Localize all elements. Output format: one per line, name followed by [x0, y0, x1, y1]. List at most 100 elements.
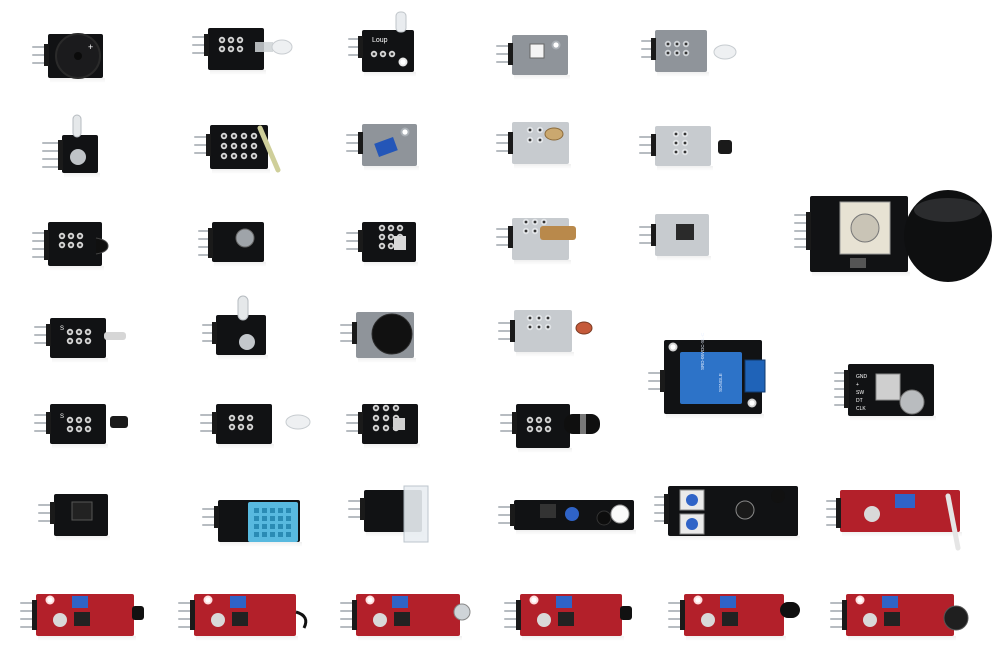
ldr-cell	[575, 321, 593, 335]
encoder-clk-label: CLK	[856, 406, 866, 412]
board-shadow	[64, 173, 100, 178]
solder-hole	[394, 406, 398, 410]
ir-obstacle-module: S	[34, 318, 126, 363]
solder-hole	[546, 316, 550, 320]
potentiometer	[72, 596, 88, 608]
joystick-module	[794, 190, 992, 282]
pcb-board	[362, 404, 418, 444]
solder-hole	[77, 339, 81, 343]
relay-brand-label: SONGLE	[718, 373, 723, 392]
avoidance-sensor-module	[654, 486, 800, 541]
mounting-hole	[400, 59, 406, 65]
pin-header-base	[651, 134, 656, 156]
solder-hole	[69, 234, 73, 238]
comparator-ic	[884, 612, 900, 626]
solder-hole	[68, 330, 72, 334]
dht-grille-hole	[270, 524, 275, 529]
led-lens	[239, 334, 255, 350]
solder-hole	[252, 134, 256, 138]
pcb-board	[514, 310, 572, 352]
pin-header-base	[352, 322, 357, 344]
board-shadow	[214, 262, 266, 267]
solder-hole	[674, 132, 678, 136]
dht-grille-hole	[286, 524, 291, 529]
encoder-dt-label: DT	[856, 398, 863, 404]
solder-hole	[389, 235, 393, 239]
potentiometer-2	[686, 518, 698, 530]
big-sound-module	[830, 594, 969, 641]
pin-header-base	[512, 412, 517, 434]
solder-hole	[528, 316, 532, 320]
header-pin	[42, 166, 62, 168]
encoder-body	[875, 373, 901, 401]
solder-hole	[374, 426, 378, 430]
sensor-lead	[295, 610, 308, 629]
ir-receiver-module	[200, 404, 311, 449]
board-shadow	[218, 444, 274, 449]
solder-hole	[683, 132, 687, 136]
solder-hole	[232, 154, 236, 158]
pcb-board	[362, 222, 416, 262]
pin-header-base	[358, 36, 363, 58]
hall-magnetic-module	[496, 122, 571, 169]
solder-hole	[86, 339, 90, 343]
board-shadow	[210, 70, 266, 75]
solder-hole	[683, 150, 687, 154]
to92-sensor	[718, 140, 732, 154]
solder-hole	[684, 42, 688, 46]
header-pin	[42, 150, 62, 152]
board-shadow	[56, 536, 110, 541]
joystick-cap-highlight	[914, 198, 982, 222]
mounting-hole	[670, 344, 676, 350]
led-dome	[285, 414, 311, 430]
digital-temperature-module	[639, 214, 711, 261]
solder-hole	[69, 243, 73, 247]
mounting-hole	[610, 504, 630, 524]
mounting-hole	[402, 129, 408, 135]
solder-hole	[533, 229, 537, 233]
pcb-board	[48, 222, 102, 266]
board-shadow	[686, 636, 786, 641]
pin-header-base	[844, 370, 849, 408]
pin-header-base	[58, 140, 63, 170]
solder-hole	[78, 234, 82, 238]
microphone	[453, 603, 471, 621]
solder-hole	[398, 226, 402, 230]
board-shadow	[666, 414, 764, 419]
dht11-sensor	[248, 502, 298, 542]
solder-hole	[384, 416, 388, 420]
pin-header-base	[680, 600, 685, 630]
potentiometer	[556, 596, 572, 608]
comparator-ic	[722, 612, 738, 626]
comparator-ic	[232, 612, 248, 626]
led-leads	[255, 42, 273, 52]
board-shadow	[670, 536, 800, 541]
tactile-button	[393, 418, 405, 430]
pin-header-base	[44, 230, 49, 260]
solder-hole	[230, 416, 234, 420]
smd-ic	[676, 224, 694, 240]
solder-hole	[372, 52, 376, 56]
pin-header-base	[44, 44, 49, 66]
buzzer-plus-label: +	[88, 42, 93, 52]
board-shadow	[50, 78, 105, 83]
board-shadow	[364, 444, 420, 449]
dht-grille-hole	[254, 532, 259, 537]
pin-header-base	[214, 506, 219, 528]
dht-grille-hole	[270, 508, 275, 513]
solder-hole	[242, 154, 246, 158]
laser-head	[540, 226, 576, 240]
capacitor-stripe	[580, 414, 586, 434]
board-shadow	[364, 166, 419, 171]
solder-hole	[528, 427, 532, 431]
reed-glass	[945, 493, 961, 551]
solder-hole	[524, 220, 528, 224]
tilt-capacitor	[374, 137, 398, 157]
board-shadow	[196, 636, 298, 641]
mounting-hole	[553, 42, 559, 48]
board-shadow	[522, 636, 624, 641]
dht-grille-hole	[262, 508, 267, 513]
led-lens	[70, 149, 86, 165]
